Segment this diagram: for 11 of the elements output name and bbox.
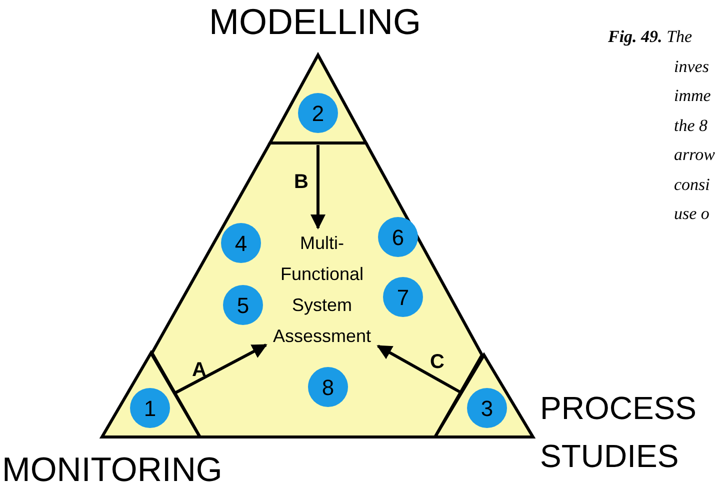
arrow	[310, 145, 326, 230]
corner-heading: MODELLING	[208, 2, 422, 42]
arrow	[376, 344, 461, 394]
figure-caption: Fig. 49. The inves imme the 8 arrow consi use o	[608, 26, 716, 225]
edge-label: C	[430, 350, 444, 374]
arrow	[174, 344, 268, 394]
edge-label: A	[192, 358, 206, 382]
corner-heading: PROCESS STUDIES	[540, 389, 698, 476]
center-label: Multi-Functional System Assessment	[266, 228, 378, 352]
edge-label: B	[294, 170, 308, 194]
corner-heading: MONITORING	[2, 450, 224, 490]
